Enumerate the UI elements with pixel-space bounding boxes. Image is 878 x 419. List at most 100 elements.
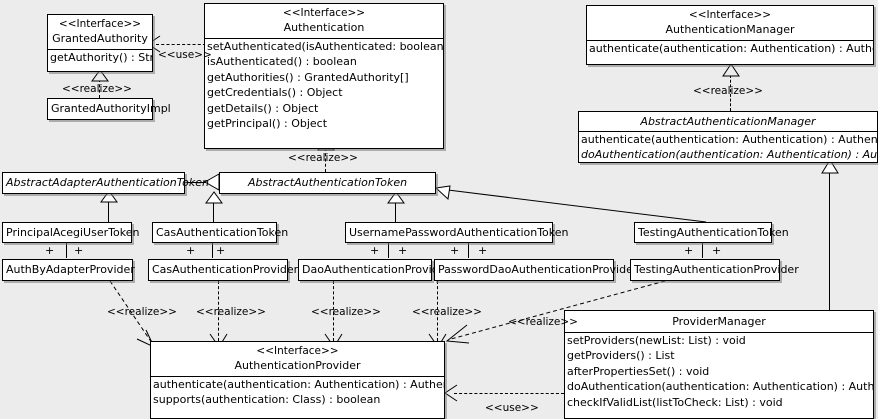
edge-cas-token-association (212, 242, 213, 258)
class-auth-by-adapter-provider[interactable]: AuthByAdapterProvider (2, 259, 135, 281)
edge-label-use-granted-authority: <<use>> (158, 49, 212, 61)
generalization-arrow-abstract-token-username (387, 191, 405, 204)
edge-testing-token-association (702, 242, 703, 258)
class-password-dao-authentication-provider[interactable]: PasswordDaoAuthenticationProvider (434, 259, 638, 281)
operation: getProviders() : List (567, 349, 675, 363)
class-header-dao-authentication-provider: DaoAuthenticationProvider (299, 260, 450, 279)
operation: getPrincipal() : Object (207, 117, 328, 131)
class-name-authentication: Authentication (283, 21, 365, 34)
operation-abstract: doAuthentication(authentication: Authent… (581, 148, 877, 162)
edge-label-realize-cas-provider: <<realize>> (196, 306, 266, 318)
edge-dao-provider-realize (333, 281, 334, 341)
class-abstract-adapter-authentication-token[interactable]: AbstractAdapterAuthenticationToken (2, 172, 209, 194)
class-name-abstract-adapter-authentication-token: AbstractAdapterAuthenticationToken (6, 176, 209, 189)
class-name-provider-manager: ProviderManager (672, 315, 766, 328)
operations-authentication-provider: authenticate(authentication: Authenticat… (151, 377, 444, 408)
class-name-testing-authentication-provider: TestingAuthenticationProvider (634, 263, 799, 276)
edge-label-realize-dao-provider: <<realize>> (311, 306, 381, 318)
class-authentication-manager[interactable]: <<Interface>> AuthenticationManager auth… (586, 5, 874, 65)
stereotype-interface: <<Interface>> (282, 7, 366, 19)
edge-username-token-generalization (395, 202, 396, 222)
class-name-password-dao-authentication-provider: PasswordDaoAuthenticationProvider (438, 263, 638, 276)
edge-username-token-association-dao (388, 242, 389, 258)
class-header-testing-authentication-token: TestingAuthenticationToken (635, 223, 789, 242)
edge-cas-provider-realize (218, 281, 219, 341)
multiplicity-cas-left: + (186, 244, 196, 257)
edge-provider-manager-use (454, 393, 564, 394)
edge-label-realize-testing-provider: <<realize>> (508, 316, 578, 328)
divider (48, 49, 152, 50)
realize-arrow-authentication-manager (722, 63, 740, 77)
class-abstract-authentication-token[interactable]: AbstractAuthenticationToken (219, 172, 436, 194)
edge-label-realize-authentication-manager: <<realize>> (693, 85, 763, 97)
class-testing-authentication-provider[interactable]: TestingAuthenticationProvider (630, 259, 799, 281)
operation: getAuthority() : String (50, 51, 152, 64)
edge-password-dao-provider-realize (437, 281, 438, 341)
class-name-username-password-authentication-token: UsernamePasswordAuthenticationToken (349, 226, 569, 239)
divider (565, 332, 873, 333)
class-authentication-provider[interactable]: <<Interface>> AuthenticationProvider aut… (150, 341, 445, 419)
edge-provider-manager-generalization (829, 172, 830, 312)
class-cas-authentication-token[interactable]: CasAuthenticationToken (152, 222, 289, 243)
class-testing-authentication-token[interactable]: TestingAuthenticationToken (634, 222, 789, 243)
operation: authenticate(authentication: Authenticat… (589, 42, 873, 55)
multiplicity-principal-right: + (74, 244, 84, 257)
operations-abstract-authentication-manager: authenticate(authentication: Authenticat… (579, 132, 877, 163)
class-header-abstract-authentication-token: AbstractAuthenticationToken (220, 173, 435, 192)
class-provider-manager[interactable]: ProviderManager setProviders(newList: Li… (564, 310, 874, 419)
multiplicity-username-pwd-left: + (450, 244, 460, 257)
operation: getCredentials() : Object (207, 86, 343, 100)
operation: checkIfValidList(listToCheck: List) : vo… (567, 395, 783, 409)
stereotype-interface: <<Interface>> (256, 345, 339, 357)
class-name-cas-authentication-provider: CasAuthenticationProvider (152, 263, 299, 276)
operation: getAuthorities() : GrantedAuthority[] (207, 70, 409, 84)
operations-authentication-manager: authenticate(authentication: Authenticat… (587, 41, 873, 56)
class-granted-authority[interactable]: <<Interface>> GrantedAuthority getAuthor… (47, 14, 153, 72)
class-name-authentication-manager: AuthenticationManager (665, 23, 795, 36)
generalization-arrow-abstract-token-cas (205, 191, 223, 204)
class-name-auth-by-adapter-provider: AuthByAdapterProvider (6, 263, 135, 276)
class-name-cas-authentication-token: CasAuthenticationToken (156, 226, 289, 239)
operation: supports(authentication: Class) : boolea… (153, 393, 381, 407)
class-username-password-authentication-token[interactable]: UsernamePasswordAuthenticationToken (345, 222, 569, 243)
class-dao-authentication-provider[interactable]: DaoAuthenticationProvider (298, 259, 450, 281)
class-principal-acegi-user-token[interactable]: PrincipalAcegiUserToken (2, 222, 139, 243)
operation: authenticate(authentication: Authenticat… (581, 133, 877, 146)
operation: getDetails() : Object (207, 101, 319, 115)
multiplicity-principal-left: + (45, 244, 55, 257)
class-authentication[interactable]: <<Interface>> Authentication setAuthenti… (204, 3, 444, 149)
operations-provider-manager: setProviders(newList: List) : void getPr… (565, 333, 873, 410)
divider (151, 376, 444, 377)
divider (587, 40, 873, 41)
class-header-granted-authority: <<Interface>> GrantedAuthority (48, 15, 152, 49)
multiplicity-cas-right: + (216, 244, 226, 257)
class-cas-authentication-provider[interactable]: CasAuthenticationProvider (148, 259, 299, 281)
generalization-arrow-adapter-token (100, 190, 118, 203)
edge-granted-authority-realize (99, 79, 100, 98)
class-header-granted-authority-impl: GrantedAuthorityImpl (48, 99, 171, 118)
operation: afterPropertiesSet() : void (567, 364, 710, 378)
class-header-principal-acegi-user-token: PrincipalAcegiUserToken (3, 223, 139, 242)
multiplicity-testing-left: + (684, 244, 694, 257)
edge-testing-provider-realize (445, 280, 666, 344)
class-granted-authority-impl[interactable]: GrantedAuthorityImpl (47, 98, 171, 120)
realize-arrow-granted-authority (91, 69, 109, 82)
operation: isAuthenticated() : boolean (207, 55, 357, 69)
class-header-authentication-manager: <<Interface>> AuthenticationManager (587, 6, 873, 40)
edge-cas-token-generalization (213, 202, 214, 222)
class-header-auth-by-adapter-provider: AuthByAdapterProvider (3, 260, 135, 279)
class-header-authentication-provider: <<Interface>> AuthenticationProvider (151, 342, 444, 376)
class-header-provider-manager: ProviderManager (565, 311, 873, 332)
edge-principal-token-association (66, 242, 67, 258)
class-header-testing-authentication-provider: TestingAuthenticationProvider (631, 260, 799, 279)
multiplicity-username-dao-right: + (398, 244, 408, 257)
class-name-abstract-authentication-manager: AbstractAuthenticationManager (640, 115, 816, 128)
class-header-cas-authentication-token: CasAuthenticationToken (153, 223, 289, 242)
edge-label-realize-granted-authority: <<realize>> (62, 83, 132, 95)
edge-adapter-token-generalization (184, 182, 220, 183)
multiplicity-testing-right: + (712, 244, 722, 257)
class-abstract-authentication-manager[interactable]: AbstractAuthenticationManager authentica… (578, 111, 878, 163)
divider (579, 131, 877, 132)
generalization-arrow-abstract-manager (821, 159, 839, 174)
